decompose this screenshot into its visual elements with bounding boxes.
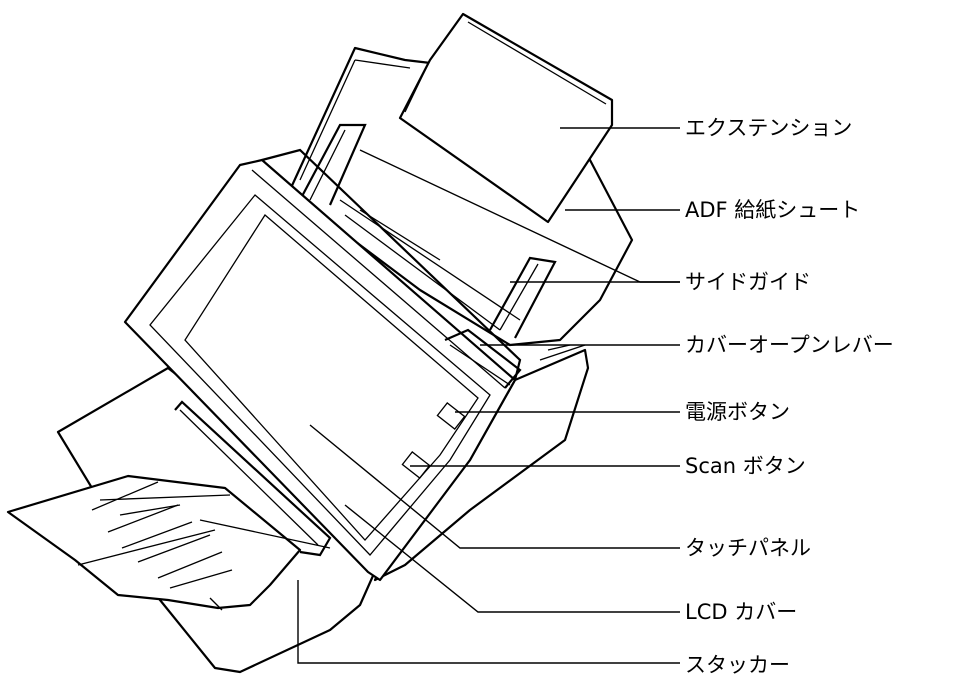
side-guide-shapes <box>299 123 557 339</box>
extension-shape <box>398 12 614 224</box>
label-touch-panel: タッチパネル <box>685 536 811 560</box>
leader-lines <box>297 127 680 664</box>
label-cover-open-lever: カバーオープンレバー <box>685 333 894 357</box>
label-extension: エクステンション <box>685 116 852 140</box>
label-lcd-cover: LCD カバー <box>685 600 797 624</box>
label-side-guide: サイドガイド <box>685 270 811 294</box>
label-adf-chute: ADF 給紙シュート <box>685 198 860 222</box>
label-scan-button: Scan ボタン <box>685 454 806 478</box>
stacker-tray <box>6 366 382 674</box>
label-power-button: 電源ボタン <box>685 400 790 424</box>
label-stacker: スタッカー <box>685 653 790 677</box>
